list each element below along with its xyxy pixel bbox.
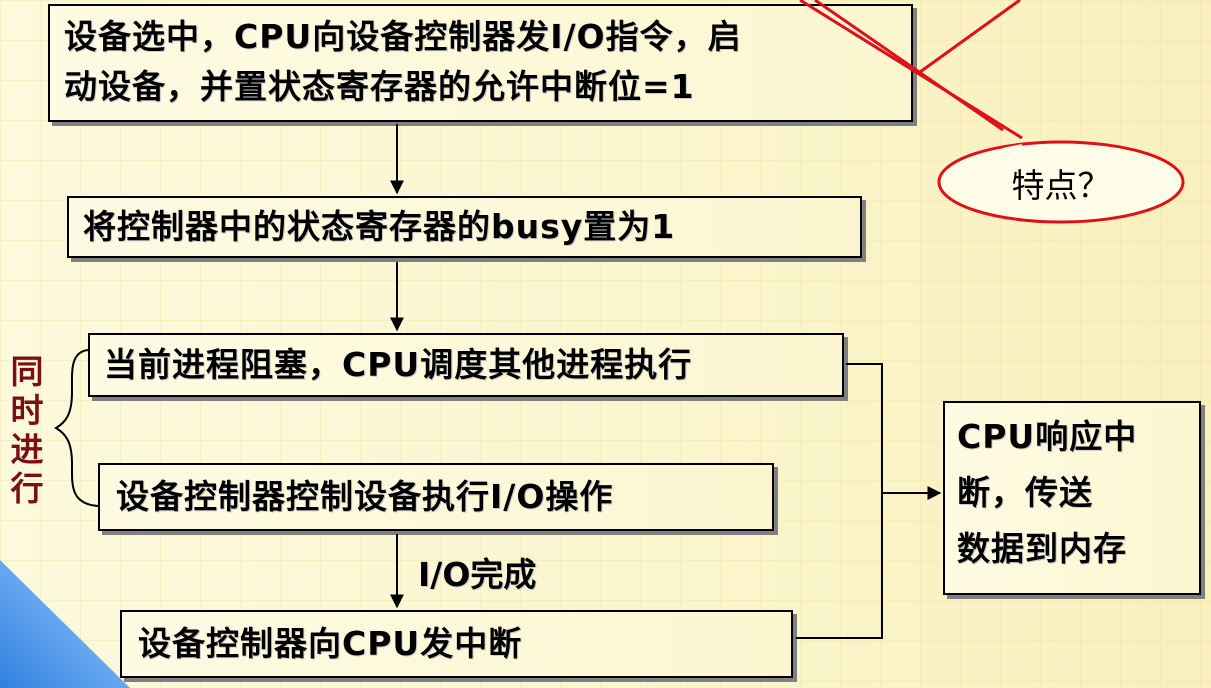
callout-tail-cover xyxy=(1002,144,1023,152)
step-1-line-1: 设备选中，CPU向设备控制器发I/O指令，启 xyxy=(64,17,742,56)
step-5-text: 设备控制器向CPU发中断 xyxy=(138,624,523,663)
concurrent-label: 同 时 进 行 xyxy=(8,352,46,508)
step-3-box: 当前进程阻塞，CPU调度其他进程执行 xyxy=(88,333,844,397)
callout-pointer xyxy=(799,0,1023,140)
step-6-line-1: CPU响应中 xyxy=(957,417,1138,456)
callout-bubble xyxy=(937,140,1185,224)
step-3-text: 当前进程阻塞，CPU调度其他进程执行 xyxy=(104,345,693,384)
step-2-box: 将控制器中的状态寄存器的busy置为1 xyxy=(67,196,862,258)
io-complete-label: I/O完成 xyxy=(418,555,537,594)
concurrent-label-char-3: 进 xyxy=(10,430,44,469)
callout-text: 特点？ xyxy=(1011,166,1111,205)
callout-group xyxy=(799,0,1185,224)
concurrent-label-char-1: 同 xyxy=(10,352,44,391)
concurrent-label-char-2: 时 xyxy=(10,391,44,430)
step-4-box: 设备控制器控制设备执行I/O操作 xyxy=(98,463,774,531)
step-1-box: 设备选中，CPU向设备控制器发I/O指令，启 动设备，并置状态寄存器的允许中断位… xyxy=(48,4,913,122)
concurrent-label-char-4: 行 xyxy=(10,469,44,508)
step-6-box: CPU响应中 断，传送 数据到内存 xyxy=(943,401,1201,595)
connector-step3-to-merge xyxy=(796,363,883,639)
callout-pointer-inner xyxy=(814,0,1004,132)
step-4-text: 设备控制器控制设备执行I/O操作 xyxy=(116,477,614,516)
step-5-box: 设备控制器向CPU发中断 xyxy=(120,610,793,678)
step-6-line-3: 数据到内存 xyxy=(957,529,1127,568)
step-2-text: 将控制器中的状态寄存器的busy置为1 xyxy=(83,207,676,246)
step-1-line-2: 动设备，并置状态寄存器的允许中断位=1 xyxy=(64,67,695,106)
corner-decoration-shape xyxy=(0,560,130,688)
concurrent-brace xyxy=(54,349,99,507)
step-6-line-2: 断，传送 xyxy=(957,473,1093,512)
